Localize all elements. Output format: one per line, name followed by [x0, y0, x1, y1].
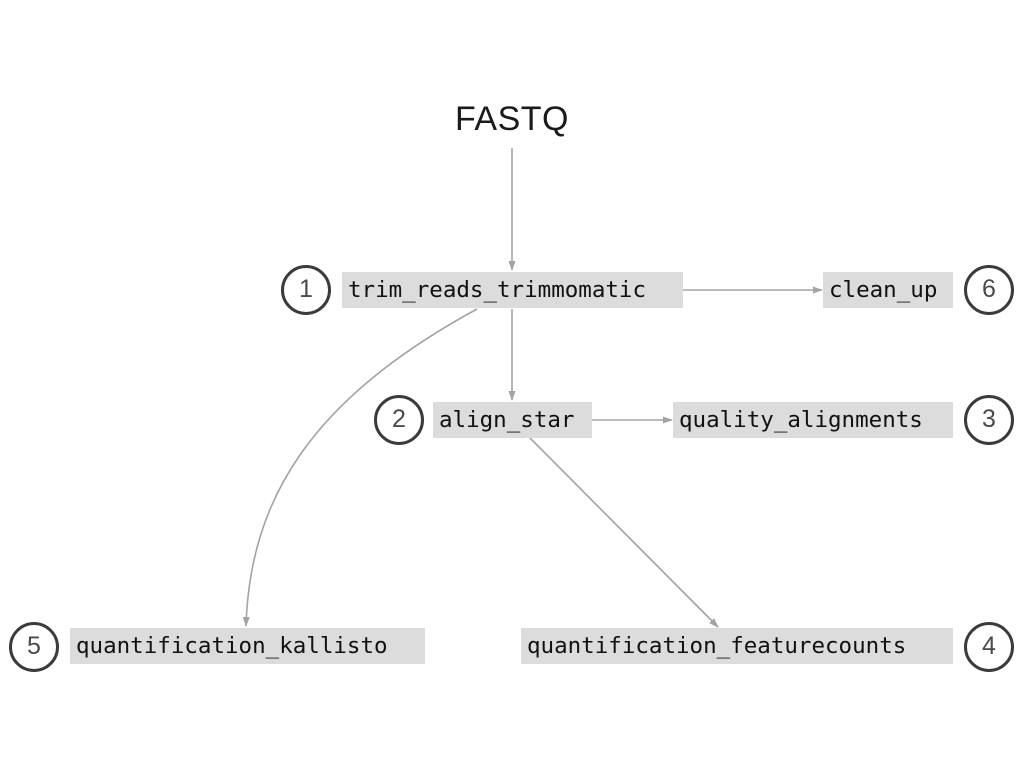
step-node-align-star[interactable]: align_star: [433, 402, 592, 438]
edge-trim-to-kallisto: [242, 308, 478, 627]
step-node-trim-reads-trimmomatic[interactable]: trim_reads_trimmomatic: [342, 272, 683, 308]
step-node-quantification-featurecounts[interactable]: quantification_featurecounts: [521, 628, 953, 664]
step-node-clean-up[interactable]: clean_up: [823, 272, 953, 308]
step-number-badge-3: 3: [964, 395, 1014, 445]
step-number-badge-5: 5: [9, 622, 59, 672]
edge-align-to-featurecounts: [529, 437, 719, 628]
step-number-badge-4: 4: [964, 622, 1014, 672]
step-number-badge-1: 1: [281, 265, 331, 315]
step-number-badge-6: 6: [964, 265, 1014, 315]
step-node-quantification-kallisto[interactable]: quantification_kallisto: [70, 628, 425, 664]
input-label-fastq: FASTQ: [455, 100, 569, 138]
step-number-badge-2: 2: [374, 395, 424, 445]
step-node-quality-alignments[interactable]: quality_alignments: [673, 402, 953, 438]
